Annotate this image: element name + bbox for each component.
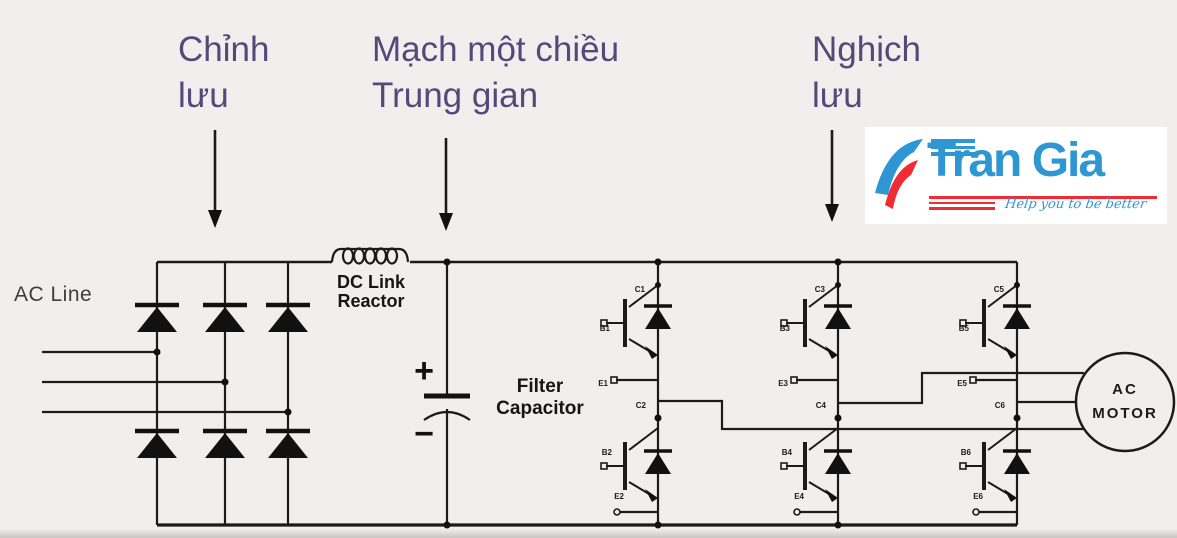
- igbt-terminal-label: E3: [778, 379, 788, 388]
- rectifier-diode: [135, 305, 179, 332]
- dc-link-reactor: [330, 247, 410, 265]
- capacitor-minus-sign: −: [414, 415, 434, 453]
- freewheel-diode: [1001, 449, 1033, 476]
- dc-bus: [157, 260, 1017, 527]
- arrow-rectifier: [208, 130, 222, 228]
- logo-swoosh-icon: [875, 139, 923, 209]
- igbt-transistor: [599, 426, 660, 504]
- igbt-terminal-label: C3: [815, 285, 826, 294]
- freewheel-diode: [642, 449, 674, 476]
- igbt-terminal-label: E5: [957, 379, 967, 388]
- igbt-terminal-label: C5: [994, 285, 1005, 294]
- heading-dc-intermediate: Mạch một chiều Trung gian: [372, 27, 619, 119]
- logo-underline-short: [929, 201, 995, 204]
- filter-capacitor-label-line2: Capacitor: [496, 398, 584, 419]
- inverter-leg-2: C3 B3 E3 C4 B4 E4: [778, 258, 854, 529]
- freewheel-diode: [822, 304, 854, 331]
- filter-capacitor: [423, 258, 471, 529]
- heading-dc-line1: Mạch một chiều: [372, 30, 620, 69]
- inverter-leg-3: C5 B5 E5 C6 B6 E6: [957, 262, 1033, 525]
- igbt-terminal-label: C6: [995, 401, 1006, 410]
- heading-inverter-line2: lưu: [812, 76, 863, 115]
- igbt-terminal-label: E4: [794, 492, 804, 501]
- igbt-terminal-label: B6: [961, 448, 972, 457]
- rectifier-bridge: [42, 262, 310, 525]
- heading-dc-line2: Trung gian: [372, 76, 539, 115]
- heading-rectifier-line1: Chỉnh: [178, 30, 270, 69]
- logo-brand-text: Tran Gia: [927, 134, 1105, 187]
- heading-inverter-line1: Nghịch: [812, 30, 921, 69]
- ac-motor: AC MOTOR: [1074, 351, 1176, 453]
- igbt-transistor: [779, 426, 840, 504]
- igbt-terminal-label: C1: [635, 285, 646, 294]
- logo-tagline: Help you to be better: [1003, 197, 1148, 212]
- igbt-terminal-label: E1: [598, 379, 608, 388]
- rectifier-diode: [203, 305, 247, 332]
- dc-link-reactor-label-line1: DC Link: [337, 272, 406, 292]
- igbt-terminal-label: B3: [780, 324, 791, 333]
- logo-underline: [929, 196, 1157, 199]
- inverter-leg-1: C1 B1 E1 C2 B2 E2: [598, 258, 674, 529]
- heading-rectifier-line2: lưu: [178, 76, 229, 115]
- igbt-terminal-label: C4: [816, 401, 827, 410]
- freewheel-diode: [1001, 304, 1033, 331]
- motor-label-line1: AC: [1112, 381, 1138, 398]
- rectifier-diode: [135, 431, 179, 458]
- rectifier-diode: [266, 305, 310, 332]
- filter-capacitor-label-line1: Filter: [517, 376, 564, 397]
- rectifier-diode: [203, 431, 247, 458]
- igbt-terminal-label: B4: [782, 448, 793, 457]
- heading-inverter: Nghịch lưu: [812, 27, 921, 119]
- igbt-terminal-label: B2: [602, 448, 613, 457]
- arrow-dc-link: [439, 138, 453, 231]
- igbt-terminal-label: B1: [600, 324, 611, 333]
- igbt-terminal-label: E2: [614, 492, 624, 501]
- motor-phase-wires: [658, 371, 1087, 431]
- freewheel-diode: [642, 304, 674, 331]
- capacitor-plus-sign: +: [414, 352, 434, 390]
- logo-t-stripes: [931, 139, 975, 159]
- igbt-terminal-label: E6: [973, 492, 983, 501]
- heading-rectifier: Chỉnh lưu: [178, 27, 269, 119]
- rectifier-diode: [266, 431, 310, 458]
- arrow-inverter: [825, 130, 839, 222]
- tran-gia-logo: Tran Gia Help you to be better: [865, 127, 1167, 224]
- dc-link-reactor-label-line2: Reactor: [337, 291, 404, 311]
- igbt-transistor: [958, 426, 1019, 504]
- motor-label-line2: MOTOR: [1092, 405, 1158, 422]
- logo-underline-short: [929, 207, 995, 210]
- igbt-terminal-label: B5: [959, 324, 970, 333]
- ac-line-label: AC Line: [14, 283, 92, 306]
- igbt-terminal-label: C2: [636, 401, 647, 410]
- bottom-edge-shadow: [0, 529, 1177, 538]
- freewheel-diode: [822, 449, 854, 476]
